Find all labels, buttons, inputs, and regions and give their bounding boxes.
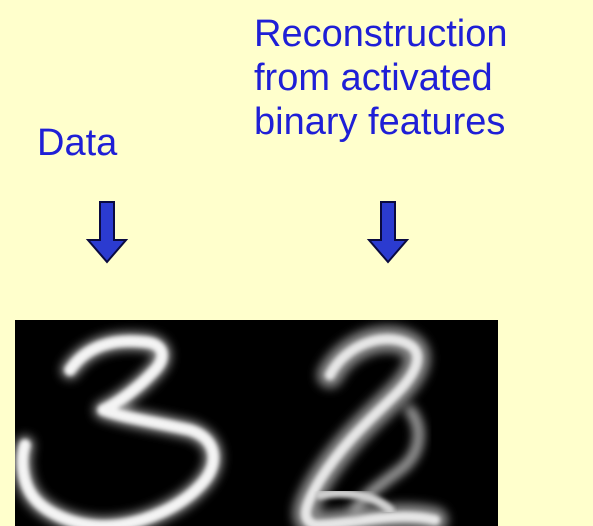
reconstruction-digit-image (293, 326, 448, 526)
data-digit-image (15, 332, 223, 526)
reconstruction-label-line-2: from activated (254, 57, 493, 99)
reconstruction-label-line-3: binary features (254, 101, 506, 143)
reconstruction-label-line-1: Reconstruction (254, 13, 508, 55)
down-arrow-icon (366, 201, 410, 264)
digit-images-panel (15, 320, 498, 526)
reconstruction-label: Reconstruction from activated binary fea… (254, 12, 507, 144)
down-arrow-icon (85, 201, 129, 264)
data-label: Data (37, 122, 118, 164)
